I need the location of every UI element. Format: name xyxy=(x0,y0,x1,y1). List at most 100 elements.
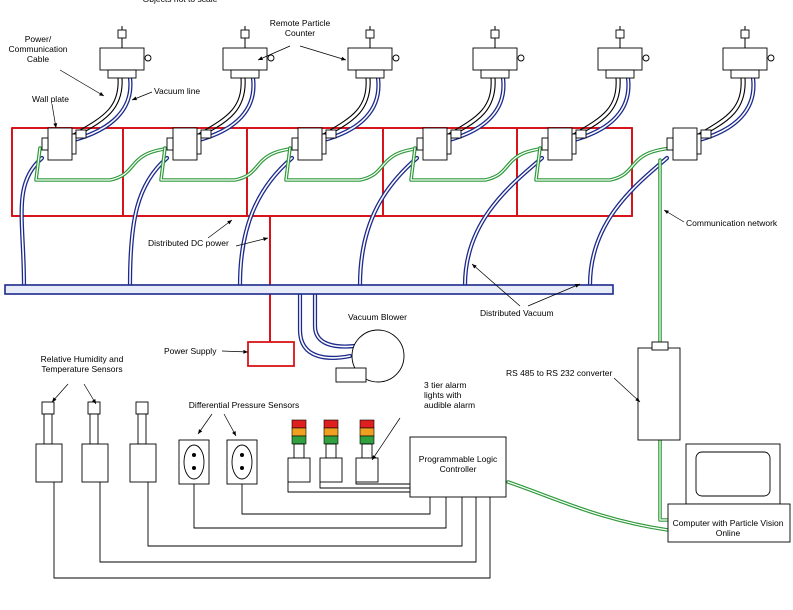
wall-plate-6 xyxy=(666,127,712,161)
vacuum-drop-2-core xyxy=(129,157,168,286)
plate-connector xyxy=(166,137,174,151)
counter-probe-head xyxy=(365,29,375,39)
counter-body xyxy=(347,47,393,71)
label-dc-power-line: Distributed DC power xyxy=(148,238,229,248)
arrow-wall-plate-head xyxy=(53,123,58,128)
label-alarm-lights-line: lights with xyxy=(424,390,462,400)
arrow-counter-b-head xyxy=(341,56,346,61)
plc-box xyxy=(409,436,507,498)
rh-sensor-3 xyxy=(129,401,157,483)
rh-sensor-stem xyxy=(137,413,147,445)
alarm-light xyxy=(323,427,339,437)
label-remote-particle-counter-line: Remote Particle xyxy=(270,18,331,28)
particle-counter-4 xyxy=(472,26,525,79)
alarm-light xyxy=(291,419,307,429)
plate-connector xyxy=(416,137,424,151)
counter-port xyxy=(767,54,775,62)
plate-flange xyxy=(321,133,327,155)
rh-sensor-tip xyxy=(41,401,55,415)
label-remote-particle-counter-line: Counter xyxy=(285,28,315,38)
rs485-connector xyxy=(651,341,669,351)
alarm-light xyxy=(323,419,339,429)
alarm-light xyxy=(291,427,307,437)
plc-to-computer xyxy=(506,480,670,532)
arrow-alarm-head xyxy=(372,455,377,460)
power-comm-cable-6 xyxy=(694,77,742,137)
wire-alarm-1 xyxy=(287,481,411,493)
arrow-rs485-head xyxy=(635,397,640,402)
wire-rh-3 xyxy=(147,481,463,547)
blower-hose-a-core xyxy=(299,293,351,359)
label-dp-sensors: Differential Pressure Sensors xyxy=(189,400,299,410)
wall-plate-2 xyxy=(166,127,212,161)
label-vacuum-line: Vacuum line xyxy=(154,86,200,96)
plate-connector xyxy=(291,137,299,151)
label-alarm-lights-line: 3 tier alarm xyxy=(424,380,467,390)
wire-rh-1 xyxy=(53,481,491,579)
particle-counter-6 xyxy=(722,26,775,79)
counter-probe-head xyxy=(740,29,750,39)
arrow-vacuum-a-head xyxy=(472,264,477,269)
counter-base xyxy=(230,69,260,79)
dp-port-a xyxy=(240,453,244,457)
label-wall-plate-line: Wall plate xyxy=(32,94,69,104)
counter-port xyxy=(144,54,152,62)
dp-sensor-face xyxy=(183,444,205,480)
arrow-vacuum-line-head xyxy=(132,96,137,101)
dc-power-bus xyxy=(11,127,633,217)
counter-probe-head xyxy=(490,29,500,39)
label-power-supply-line: Power Supply xyxy=(164,346,217,356)
plate-port xyxy=(75,129,87,139)
plate-connector xyxy=(41,137,49,151)
comm-link-5-core xyxy=(535,147,674,181)
plate-port xyxy=(575,129,587,139)
plate-box xyxy=(172,127,198,161)
vacuum-drop-5-core xyxy=(464,157,543,286)
arrow-dp-a-head xyxy=(198,429,203,434)
rh-sensor-body xyxy=(35,443,63,483)
label-comm-network: Communication network xyxy=(686,218,778,228)
alarm-mast xyxy=(361,443,373,459)
plate-port xyxy=(200,129,212,139)
comm-link-4-core xyxy=(410,147,549,181)
arrow-vacuum-b xyxy=(527,283,581,307)
arrow-power-comm-head xyxy=(99,91,104,96)
wall-plate-5 xyxy=(541,127,587,161)
dp-port-b xyxy=(192,466,196,470)
plate-port xyxy=(700,129,712,139)
alarm-light xyxy=(359,427,375,437)
plate-box xyxy=(297,127,323,161)
plate-connector xyxy=(541,137,549,151)
rh-sensor-tip xyxy=(135,401,149,415)
power-supply-box xyxy=(247,341,295,367)
arrow-power-supply-head xyxy=(243,349,248,354)
rh-sensor-2 xyxy=(81,401,109,483)
arrow-power-comm xyxy=(59,69,105,97)
vacuum-drop-1-core xyxy=(20,157,43,286)
counter-probe-head xyxy=(240,29,250,39)
label-power-comm-cable-line: Cable xyxy=(27,54,49,64)
plate-box xyxy=(672,127,698,161)
label-computer-line: Computer with Particle Vision xyxy=(673,518,784,528)
label-alarm-lights-line: audible alarm xyxy=(424,400,475,410)
counter-port xyxy=(392,54,400,62)
arrow-rh-b-head xyxy=(91,399,96,404)
plate-connector xyxy=(666,137,674,151)
arrow-counter-a xyxy=(257,45,291,61)
counter-base xyxy=(605,69,635,79)
alarm-base xyxy=(355,457,379,483)
wire-alarm-3 xyxy=(355,481,411,485)
alarm-base xyxy=(319,457,343,483)
vacuum-drop-5 xyxy=(462,155,545,288)
labels-layer: Objects not to scalePower/CommunicationC… xyxy=(8,0,783,538)
vacuum-drop-4-core xyxy=(359,157,418,286)
counter-probe-head xyxy=(615,29,625,39)
arrow-vacuum-a xyxy=(471,263,521,307)
wire-dp-1 xyxy=(193,483,447,529)
wire-dp-2 xyxy=(241,483,431,515)
alarm-base xyxy=(287,457,311,483)
plate-port xyxy=(325,129,337,139)
counter-body xyxy=(722,47,768,71)
